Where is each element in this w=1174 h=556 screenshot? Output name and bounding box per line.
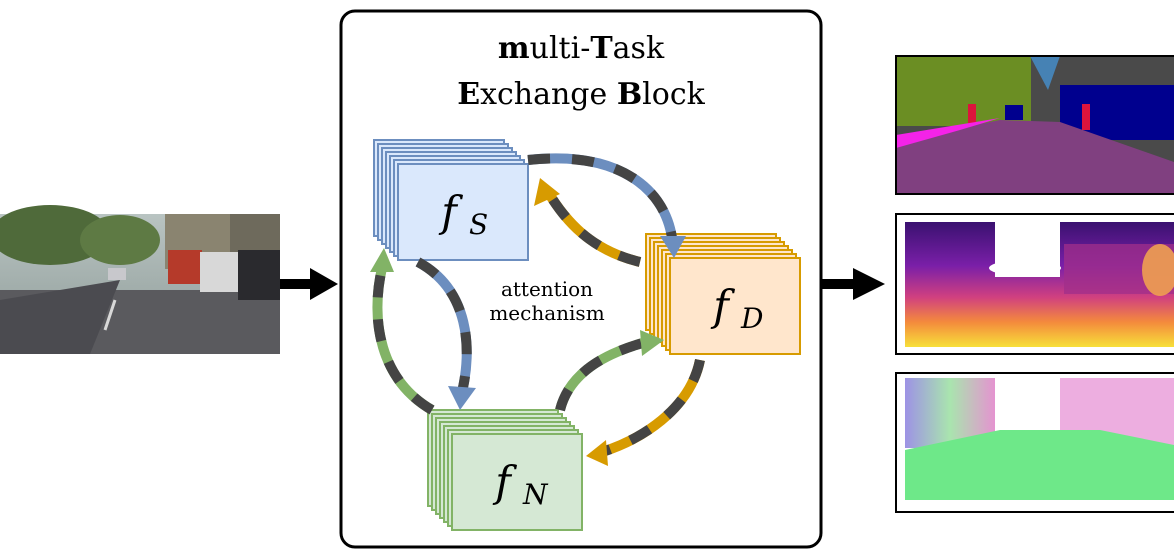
mechanism-label-line2: mechanism xyxy=(489,301,604,325)
arrow-dash xyxy=(600,358,705,457)
output-arrow xyxy=(821,268,885,300)
arrowhead xyxy=(534,178,560,206)
arrowhead xyxy=(660,236,686,258)
title-part: lock xyxy=(642,77,705,112)
arrow-dash xyxy=(527,153,677,239)
feature-map-layer xyxy=(397,163,529,261)
arrowhead xyxy=(448,386,476,410)
title-part: ulti- xyxy=(530,31,591,66)
output-segmentation-image xyxy=(895,55,1174,195)
output-normals-image xyxy=(895,372,1174,513)
arrow-dash xyxy=(415,257,472,394)
arrowhead xyxy=(370,248,394,272)
feature-map-layer xyxy=(669,257,801,355)
arrowhead xyxy=(586,440,608,466)
input-image xyxy=(0,205,280,354)
attention-arrows xyxy=(370,153,705,466)
feature-subscript: D xyxy=(740,302,763,335)
arrow-dash xyxy=(555,337,648,412)
arrow-dash xyxy=(372,266,435,415)
block-title-line2: Exchange Block xyxy=(457,77,705,112)
feature-map-layer xyxy=(451,433,583,531)
title-part: E xyxy=(457,77,480,112)
feature-subscript: S xyxy=(469,208,488,241)
mechanism-label-line1: attention xyxy=(501,277,593,301)
output-depth-image xyxy=(895,213,1174,355)
arrowhead xyxy=(640,330,664,356)
title-part: m xyxy=(498,31,530,66)
title-part: B xyxy=(617,77,642,112)
title-part: xchange xyxy=(480,77,617,112)
block-title-line1: multi-Task xyxy=(498,31,665,66)
feature-subscript: N xyxy=(522,478,549,511)
arrow-dash xyxy=(543,189,642,267)
title-part: T xyxy=(590,31,613,66)
input-arrow xyxy=(280,268,338,300)
title-part: ask xyxy=(613,31,665,66)
